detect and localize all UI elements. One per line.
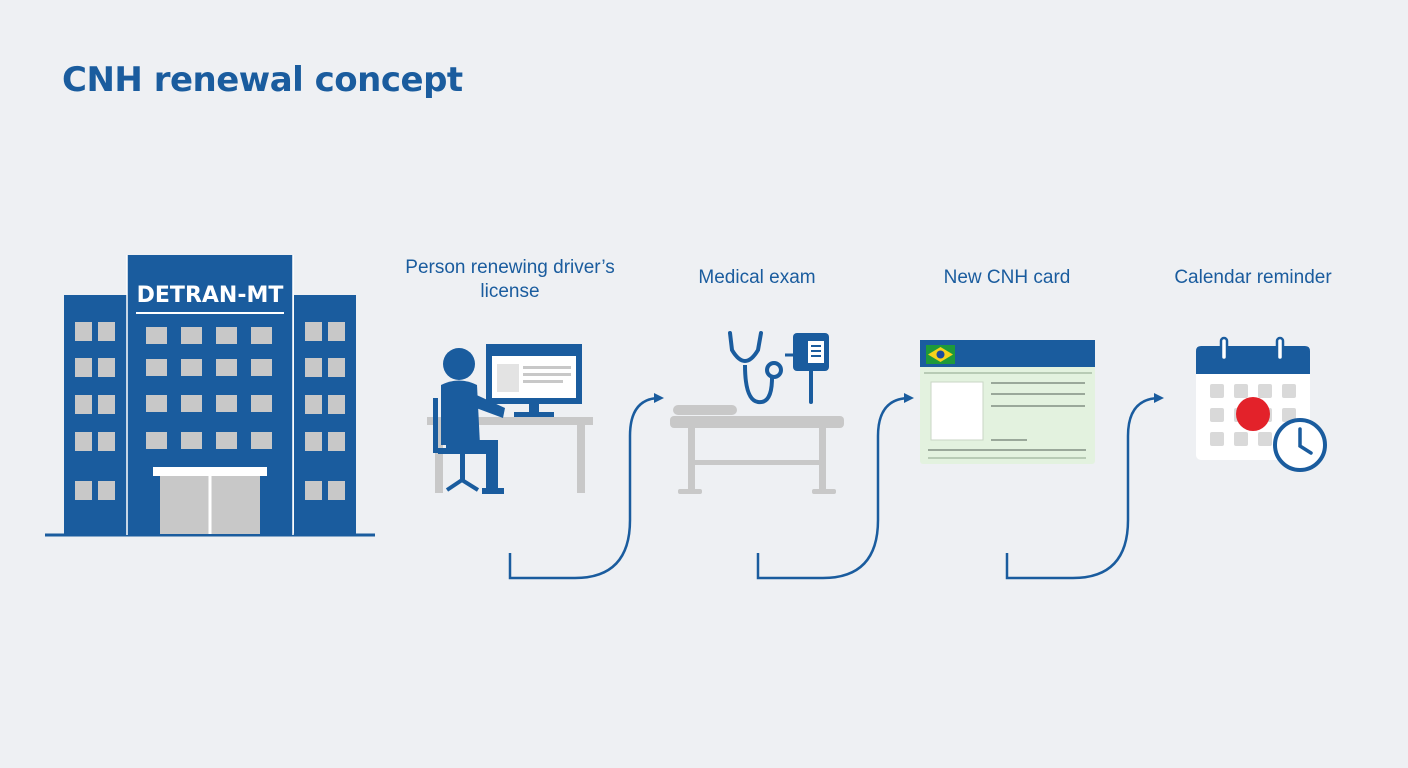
building-window	[216, 359, 237, 376]
building-window	[75, 322, 92, 341]
license-card-icon	[920, 340, 1095, 464]
building-window	[146, 327, 167, 344]
brazil-flag-icon	[926, 345, 955, 364]
step-label-new-card: New CNH card	[943, 267, 1071, 288]
calendar-day-cell	[1210, 384, 1224, 398]
building-window	[328, 432, 345, 451]
building-window	[305, 358, 322, 377]
building-window	[98, 395, 115, 414]
calendar-day-cell	[1258, 384, 1272, 398]
person-at-computer-icon	[427, 344, 593, 494]
building-window	[75, 358, 92, 377]
arrow-connector-3	[1005, 393, 1164, 580]
building-window	[305, 481, 322, 500]
calendar-day-cell	[1210, 432, 1224, 446]
building-window	[328, 481, 345, 500]
building-window	[328, 322, 345, 341]
building-window	[181, 395, 202, 412]
clock-icon	[1273, 418, 1327, 472]
building-window	[146, 359, 167, 376]
building-window	[181, 359, 202, 376]
calendar-day-cell	[1234, 384, 1248, 398]
building-window	[216, 327, 237, 344]
building-window	[146, 432, 167, 449]
building-window	[251, 359, 272, 376]
building-window	[75, 481, 92, 500]
stethoscope-icon	[670, 331, 844, 494]
building-window	[216, 395, 237, 412]
reminder-dot	[1236, 397, 1270, 431]
building-window	[98, 432, 115, 451]
calendar-day-cell	[1210, 408, 1224, 422]
building-window	[251, 395, 272, 412]
calendar-day-cell	[1234, 432, 1248, 446]
building-window	[98, 481, 115, 500]
building-window	[98, 322, 115, 341]
building-window	[75, 432, 92, 451]
step-label-calendar: Calendar reminder	[1174, 267, 1332, 288]
building-window	[251, 432, 272, 449]
arrow-connector-1	[508, 393, 664, 580]
detran-building-icon: DETRAN-MT	[45, 255, 375, 537]
building-window	[305, 432, 322, 451]
step-label-person: Person renewing driver’s license	[405, 257, 615, 302]
building-window	[75, 395, 92, 414]
building-window	[328, 358, 345, 377]
building-window	[146, 395, 167, 412]
building-window	[181, 327, 202, 344]
step-label-medical-exam: Medical exam	[698, 267, 816, 288]
calendar-day-cell	[1282, 408, 1296, 422]
page-title: CNH renewal concept	[62, 60, 463, 100]
building-window	[216, 432, 237, 449]
building-window	[98, 358, 115, 377]
calendar-day-cell	[1282, 384, 1296, 398]
building-sign: DETRAN-MT	[137, 283, 284, 308]
building-window	[305, 322, 322, 341]
building-window	[181, 432, 202, 449]
calendar-day-cell	[1258, 432, 1272, 446]
building-window	[305, 395, 322, 414]
building-window	[328, 395, 345, 414]
calendar-icon	[1196, 336, 1327, 472]
arrow-connector-2	[756, 393, 914, 580]
building-window	[251, 327, 272, 344]
